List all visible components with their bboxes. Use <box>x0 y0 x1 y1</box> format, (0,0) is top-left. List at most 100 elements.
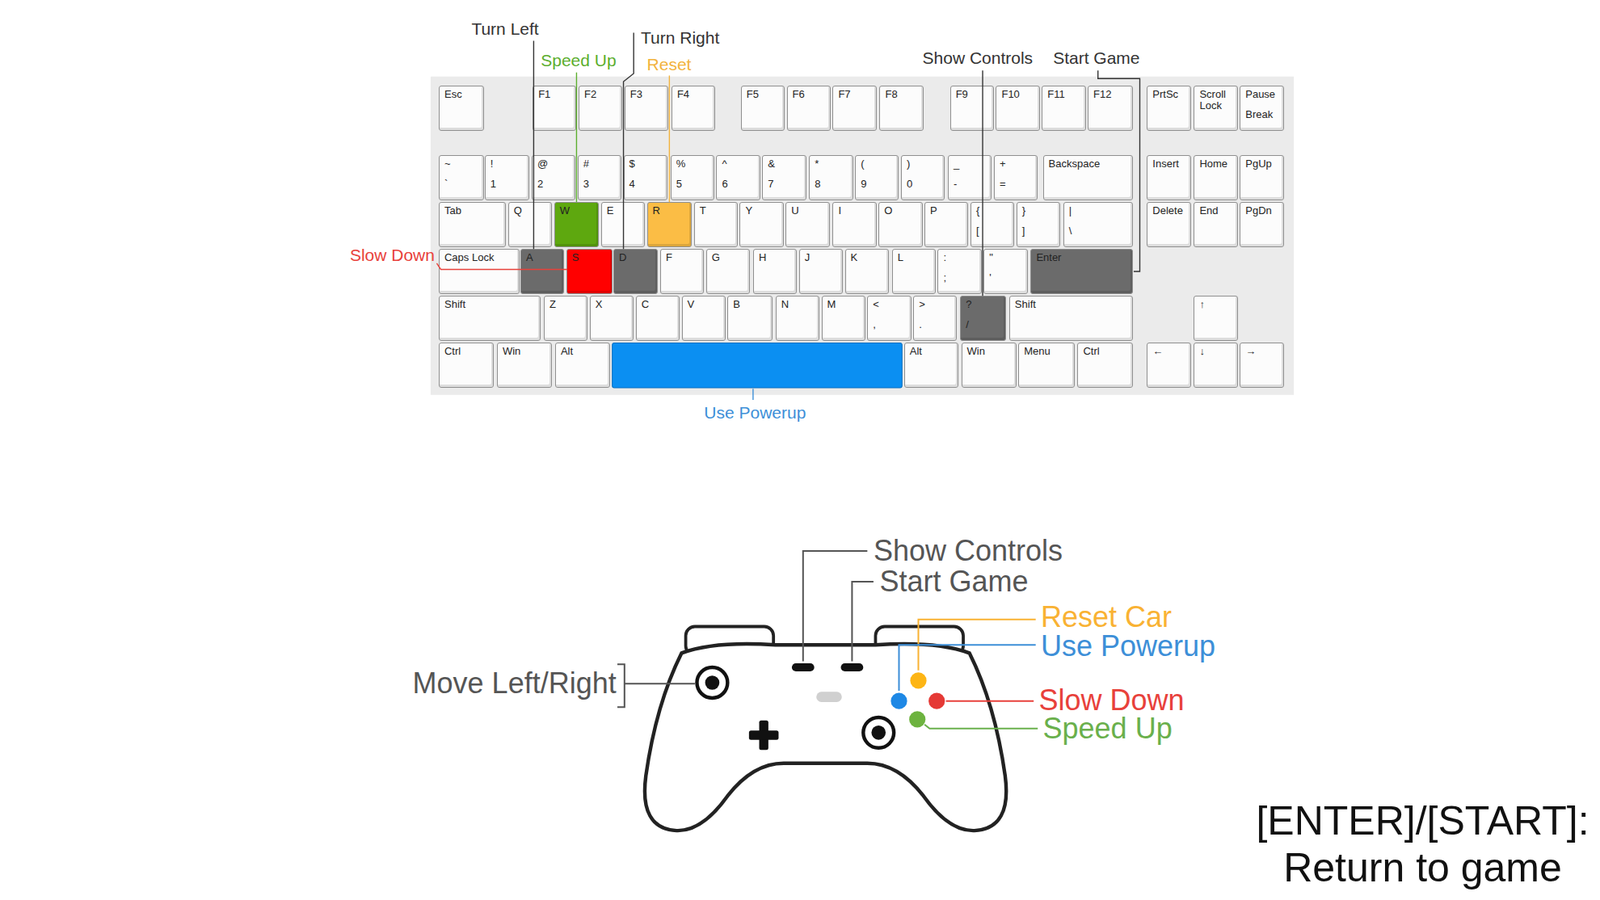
key-legend: Backspace <box>1048 158 1101 170</box>
key-legend: 7 <box>767 178 774 190</box>
callout-label: Use Powerup <box>1040 630 1216 663</box>
callout-label: Show Controls <box>922 48 1034 68</box>
keyboard-key: C <box>635 295 680 342</box>
left-stick <box>696 667 728 699</box>
key-legend: PrtSc <box>1152 88 1179 101</box>
key-legend: F7 <box>837 88 851 101</box>
keyboard-key: *8 <box>808 155 853 201</box>
key-legend: Y <box>745 205 753 217</box>
keyboard-key: End <box>1193 202 1238 248</box>
key-legend: ^ <box>721 158 727 170</box>
leader-line <box>946 700 1035 703</box>
key-legend: ( <box>860 158 864 170</box>
keyboard-key: O <box>878 202 923 248</box>
key-legend: C <box>641 298 649 311</box>
keyboard-key: F6 <box>787 85 831 131</box>
key-legend: PgDn <box>1245 205 1272 217</box>
key-legend: R <box>652 205 661 217</box>
key-legend: Insert <box>1152 158 1179 170</box>
keyboard-key: F1 <box>532 85 577 131</box>
leader-line <box>576 72 577 203</box>
keyboard-key: M <box>821 295 866 342</box>
leader-line <box>669 75 670 203</box>
key-legend: Shift <box>444 298 466 311</box>
leader-line <box>1098 70 1141 272</box>
keyboard-key: U <box>785 202 830 248</box>
key-legend: I <box>837 205 842 217</box>
key-legend: Delete <box>1152 205 1184 217</box>
key-legend: ) <box>906 158 910 170</box>
keyboard-key: Tab <box>438 202 506 248</box>
callout-label: Slow Down <box>1038 684 1184 717</box>
menu-button <box>841 663 864 672</box>
keyboard-key: (9 <box>854 155 899 201</box>
key-legend: N <box>781 298 789 311</box>
key-legend: D <box>618 252 627 264</box>
keyboard-key: Alt <box>904 342 959 388</box>
keyboard-key: D <box>613 248 659 295</box>
key-legend: * <box>814 158 819 170</box>
callout-label: Start Game <box>879 565 1028 598</box>
keyboard-key: @2 <box>531 155 576 201</box>
leader-line <box>752 388 754 400</box>
key-legend: % <box>676 158 687 170</box>
keyboard-key: }] <box>1016 202 1061 248</box>
key-legend: F6 <box>792 88 805 101</box>
leader-line <box>981 70 983 296</box>
key-legend: ← <box>1152 345 1163 358</box>
home-button <box>816 691 843 703</box>
keyboard-key: V <box>682 295 726 342</box>
key-legend: X <box>595 298 603 311</box>
key-legend: F10 <box>1001 88 1019 101</box>
keyboard-key: F3 <box>624 85 669 131</box>
callout-label: Speed Up <box>1043 712 1173 746</box>
keyboard-key: F11 <box>1041 85 1086 131</box>
keyboard-key: PgDn <box>1239 202 1284 248</box>
keyboard-key: F2 <box>578 85 623 131</box>
key-legend: F5 <box>746 88 759 101</box>
key-legend: + <box>999 158 1007 170</box>
key-legend: ↓ <box>1199 345 1205 358</box>
note-text: [ENTER]/[START]: Return to game <box>1251 798 1594 892</box>
key-legend: < <box>872 298 880 311</box>
key-legend: F12 <box>1093 88 1112 101</box>
key-legend: 9 <box>860 178 867 190</box>
key-legend: U <box>791 205 799 217</box>
keyboard-key: ↑ <box>1193 295 1238 342</box>
keyboard-key: T <box>694 202 738 248</box>
keyboard-key: Delete <box>1146 202 1191 248</box>
key-legend: T <box>699 205 707 217</box>
key-legend: Tab <box>444 205 462 217</box>
key-legend: G <box>711 252 720 264</box>
keyboard-key: K <box>845 248 889 295</box>
keyboard-key: _- <box>947 155 992 201</box>
key-legend: E <box>606 205 615 217</box>
keyboard-key: Caps Lock <box>438 248 520 295</box>
key-legend: 4 <box>629 178 636 190</box>
key-legend: Ctrl <box>1082 345 1099 358</box>
keyboard-base <box>430 76 1294 396</box>
keyboard-key: PauseBreak <box>1239 85 1284 131</box>
face-button-top <box>909 672 927 689</box>
key-legend: 6 <box>721 178 728 190</box>
keyboard-key: #3 <box>577 155 622 201</box>
keyboard-key: {[ <box>970 202 1015 248</box>
callout-label: Turn Left <box>471 19 539 38</box>
keyboard-key: Enter <box>1030 248 1133 295</box>
keyboard-key: F4 <box>671 85 716 131</box>
key-legend: Menu <box>1023 345 1051 358</box>
keyboard-key: Win <box>496 342 552 388</box>
keyboard-key: |\ <box>1063 202 1133 248</box>
key-legend: F3 <box>630 88 643 101</box>
key-legend: H <box>758 252 767 264</box>
key-legend: # <box>583 158 590 170</box>
key-legend: Q <box>513 205 523 217</box>
key-legend: $ <box>629 158 636 170</box>
key-legend: Esc <box>444 88 463 101</box>
keyboard-key: ^6 <box>715 155 760 201</box>
keyboard-key: Ctrl <box>438 342 494 388</box>
key-legend: Enter <box>1035 252 1062 264</box>
keyboard-key: Scroll Lock <box>1193 85 1238 131</box>
